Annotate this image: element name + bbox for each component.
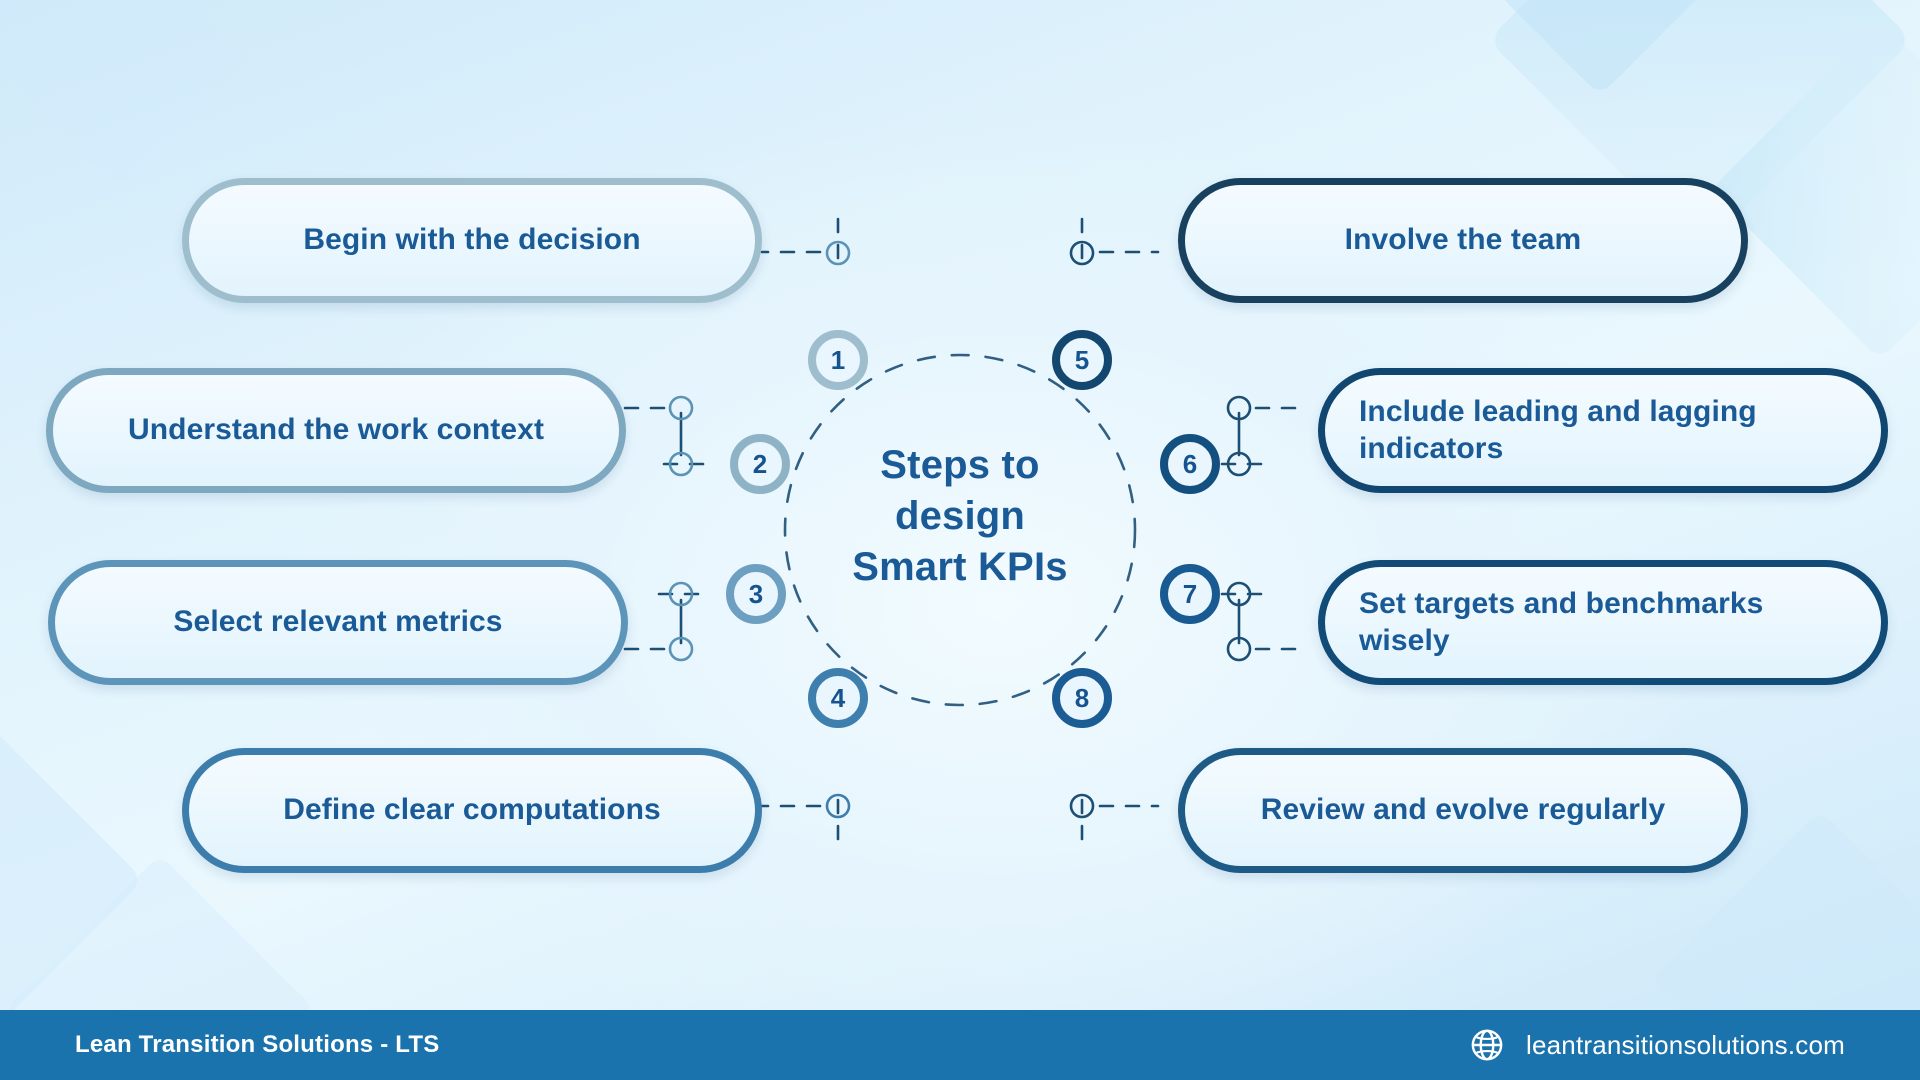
connector-lines: [613, 215, 1307, 842]
wire-dot: [1226, 395, 1252, 421]
step-node-8[interactable]: 8: [1052, 668, 1112, 728]
step-box-6[interactable]: Include leading and lagging indicators: [1318, 368, 1888, 493]
step-node-1[interactable]: 1: [808, 330, 868, 390]
step-number-6: 6: [1182, 448, 1198, 479]
step-label-4: Define clear computations: [283, 793, 661, 827]
footer-url-text: leantransitionsolutions.com: [1525, 1029, 1845, 1060]
step-label-6: Include leading and lagging indicators: [1359, 394, 1757, 465]
step-label-3: Select relevant metrics: [173, 605, 503, 639]
step-node-7[interactable]: 7: [1160, 564, 1220, 624]
footer-bar: Lean Transition Solutions - LTS leantran…: [0, 1010, 1920, 1080]
center-title: Steps to design Smart KPIs: [852, 443, 1068, 590]
step-node-2[interactable]: 2: [730, 434, 790, 494]
step-box-1[interactable]: Begin with the decision: [182, 178, 762, 303]
footer-website[interactable]: leantransitionsolutions.com: [1470, 1028, 1845, 1062]
step-node-5[interactable]: 5: [1052, 330, 1112, 390]
wire-dot: [1226, 451, 1252, 477]
wire-dot: [668, 581, 694, 607]
step-number-8: 8: [1074, 682, 1090, 713]
step-number-2: 2: [752, 448, 768, 479]
step-box-7[interactable]: Set targets and benchmarks wisely: [1318, 560, 1888, 685]
wire-dot: [825, 793, 851, 819]
wire-dot: [668, 395, 694, 421]
step-box-4[interactable]: Define clear computations: [182, 748, 762, 873]
step-number-3: 3: [748, 578, 764, 609]
wire-dot: [1069, 240, 1095, 266]
wire-dot: [1226, 581, 1252, 607]
wire-dot: [668, 451, 694, 477]
step-number-7: 7: [1182, 578, 1198, 609]
wire-dot: [825, 240, 851, 266]
step-number-4: 4: [830, 682, 846, 713]
step-label-7: Set targets and benchmarks wisely: [1359, 586, 1764, 657]
step-box-2[interactable]: Understand the work context: [46, 368, 626, 493]
step-label-2: Understand the work context: [127, 413, 545, 447]
step-label-8: Review and evolve regularly: [1260, 793, 1666, 827]
step-label-1: Begin with the decision: [303, 223, 641, 257]
footer-brand: Lean Transition Solutions - LTS: [75, 1031, 440, 1058]
step-label-5: Involve the team: [1344, 223, 1582, 257]
step-box-3[interactable]: Select relevant metrics: [48, 560, 628, 685]
step-node-4[interactable]: 4: [808, 668, 868, 728]
wire-dot: [1069, 793, 1095, 819]
globe-icon: [1471, 1029, 1503, 1061]
wire-dot: [668, 636, 694, 662]
step-box-8[interactable]: Review and evolve regularly: [1178, 748, 1748, 873]
step-box-5[interactable]: Involve the team: [1178, 178, 1748, 303]
step-number-5: 5: [1074, 344, 1090, 375]
step-node-6[interactable]: 6: [1160, 434, 1220, 494]
wire-dot: [1226, 636, 1252, 662]
step-number-1: 1: [830, 344, 846, 375]
step-node-3[interactable]: 3: [726, 564, 786, 624]
orbit-circle: [783, 353, 1137, 707]
